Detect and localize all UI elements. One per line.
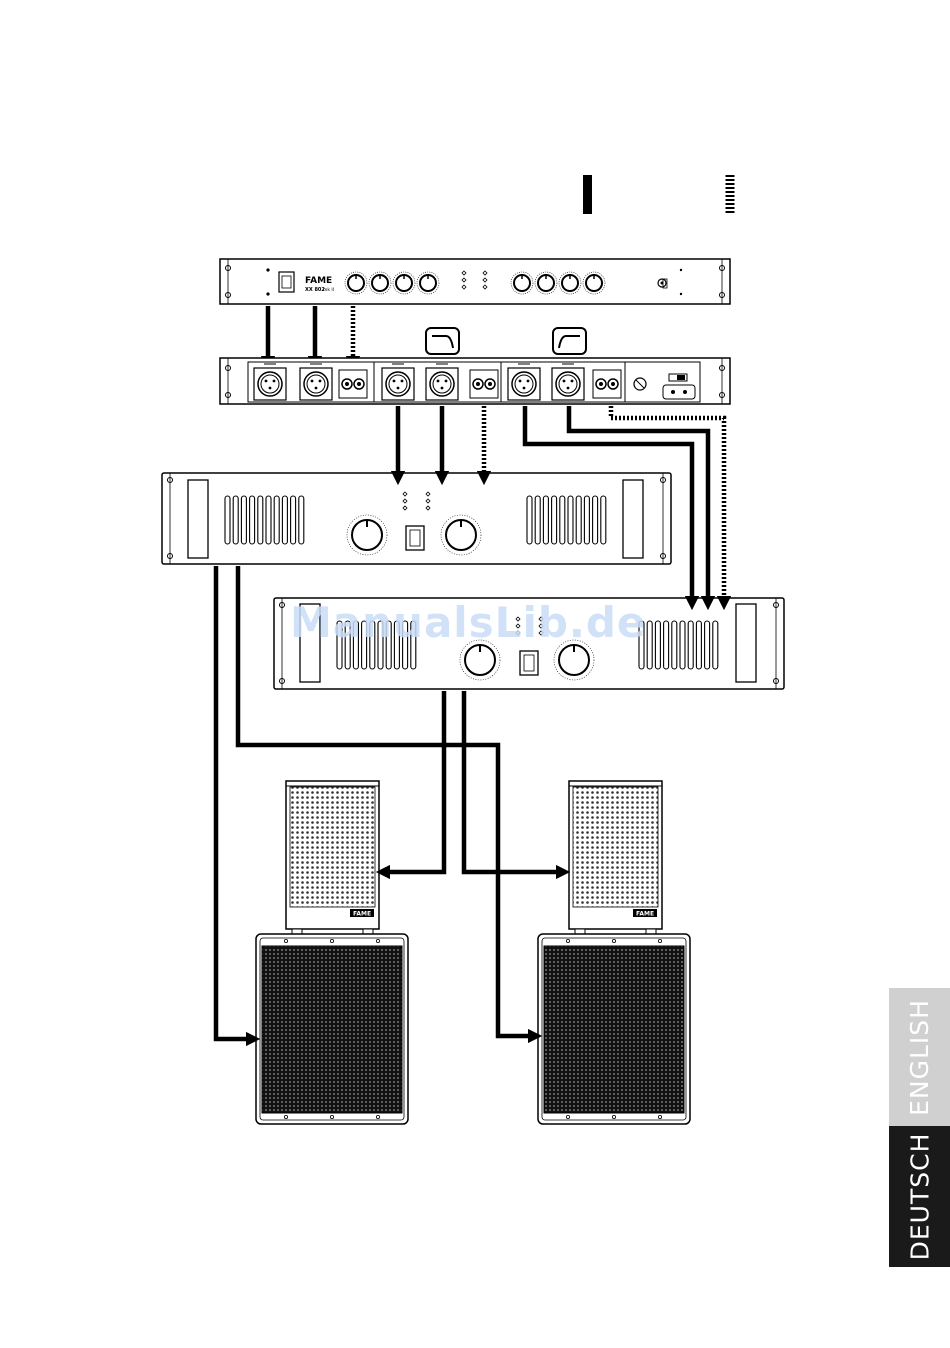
- speaker-stacks: FAME FAME: [256, 781, 690, 1124]
- vent-slot: [291, 496, 296, 544]
- jack-connector-pair[interactable]: [470, 370, 498, 398]
- watermark: ManualsLib.de: [290, 598, 646, 647]
- vent-slot: [655, 621, 660, 669]
- xlr-connector[interactable]: [254, 364, 286, 400]
- vent-slot: [705, 621, 710, 669]
- vent-slot: [535, 496, 540, 544]
- tab-deutsch-label: DEUTSCH: [905, 1133, 934, 1261]
- solid-line-icon: [583, 175, 592, 214]
- crossover-rear-panel: [220, 358, 730, 404]
- vent-slot: [672, 621, 677, 669]
- tab-english-label: ENGLISH: [905, 999, 934, 1116]
- crossover-to-amp1-lines: [398, 406, 484, 478]
- highpass-filter-icon: [553, 328, 586, 354]
- top-speaker-cabinet: FAME: [286, 781, 379, 934]
- speaker-logo: FAME: [636, 911, 654, 918]
- amp1-handle-right: [623, 480, 643, 558]
- vent-slot: [274, 496, 279, 544]
- vent-slot: [225, 496, 230, 544]
- tab-english[interactable]: ENGLISH: [889, 988, 950, 1126]
- jack-connector-pair[interactable]: [593, 370, 621, 398]
- legend: [583, 175, 730, 214]
- vent-slot: [543, 496, 548, 544]
- amp1-power-switch[interactable]: [406, 526, 424, 550]
- vent-slot: [250, 496, 255, 544]
- amp2-power-switch[interactable]: [520, 651, 538, 675]
- tab-deutsch[interactable]: DEUTSCH: [889, 1126, 950, 1267]
- xlr-connector[interactable]: [426, 364, 458, 400]
- speaker-logo: FAME: [353, 911, 371, 918]
- xlr-connector[interactable]: [300, 364, 332, 400]
- vent-slot: [282, 496, 287, 544]
- input-signal-lines: [268, 306, 353, 363]
- amp1-handle-left: [188, 480, 208, 558]
- vent-slot: [266, 496, 271, 544]
- amplifier-1: [162, 473, 671, 564]
- xlr-connector[interactable]: [382, 364, 414, 400]
- vent-slot: [568, 496, 573, 544]
- vent-slot: [680, 621, 685, 669]
- top-speaker-cabinet: FAME: [569, 781, 662, 934]
- vent-slot: [299, 496, 304, 544]
- vent-slot: [241, 496, 246, 544]
- crossover-brand: FAME: [305, 276, 332, 286]
- vent-slot: [647, 621, 652, 669]
- crossover-model-suffix: mk II: [323, 287, 334, 293]
- subwoofer-cabinet: [256, 934, 408, 1124]
- vent-slot: [696, 621, 701, 669]
- vent-slot: [664, 621, 669, 669]
- vent-slot: [560, 496, 565, 544]
- amp2-handle-right: [736, 604, 756, 682]
- vent-slot: [688, 621, 693, 669]
- vent-slot: [584, 496, 589, 544]
- vent-slot: [233, 496, 238, 544]
- vent-slot: [576, 496, 581, 544]
- vent-slot: [552, 496, 557, 544]
- vent-slot: [593, 496, 598, 544]
- vent-slot: [527, 496, 532, 544]
- power-switch[interactable]: [279, 272, 294, 292]
- crossover-front-panel: FAME XX 802 mk II: [220, 259, 730, 304]
- lowpass-filter-icon: [426, 328, 459, 354]
- xlr-connector[interactable]: [552, 364, 584, 400]
- xlr-connector[interactable]: [508, 364, 540, 400]
- filter-symbols: [426, 328, 586, 354]
- vent-slot: [601, 496, 606, 544]
- vent-slot: [258, 496, 263, 544]
- vent-slot: [713, 621, 718, 669]
- subwoofer-cabinet: [538, 934, 690, 1124]
- jack-connector-pair[interactable]: [339, 370, 367, 398]
